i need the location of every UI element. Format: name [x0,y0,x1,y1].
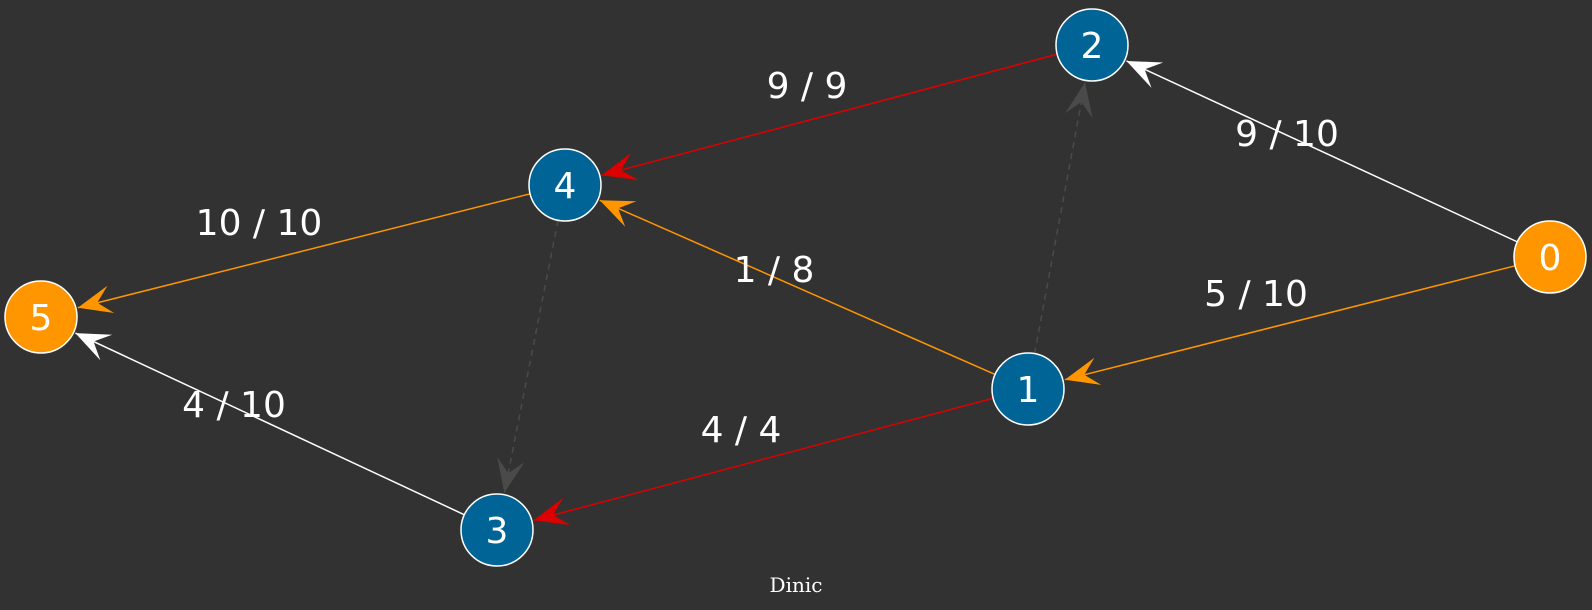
node-circle-3 [460,493,534,567]
edge-2-4 [601,53,1058,176]
node-5: 5 [4,280,78,354]
edge-0-2 [1126,60,1518,243]
arrowhead-1-2 [1065,82,1093,119]
arrowhead-3-5 [75,333,113,361]
node-2: 2 [1055,8,1129,82]
node-label-2: 2 [1081,26,1104,67]
edge-label-4-5: 10 / 10 [196,203,323,244]
edge-4-5 [77,193,531,309]
edge-0-1 [1064,265,1516,381]
edge-1-4 [599,199,996,376]
node-label-0: 0 [1539,238,1562,279]
edge-1-3 [533,397,994,521]
node-3: 3 [460,493,534,567]
edge-4-3 [503,220,559,493]
arrowhead-2-4 [601,153,639,180]
edge-label-1-3: 4 / 4 [701,410,782,451]
node-circle-1 [991,352,1065,426]
edge-label-1-4: 1 / 8 [734,250,815,291]
node-circle-4 [528,148,602,222]
node-0: 0 [1513,220,1587,294]
nodes-layer: 0 1 2 3 4 5 [4,8,1587,567]
arrowhead-1-4 [599,200,637,227]
node-label-1: 1 [1017,370,1040,411]
edges-layer [75,53,1518,526]
arrowhead-4-3 [497,456,525,493]
arrowhead-4-5 [77,285,115,313]
node-label-4: 4 [554,166,577,207]
edge-3-5 [75,332,465,516]
node-1: 1 [991,352,1065,426]
node-circle-0 [1513,220,1587,294]
node-label-5: 5 [30,298,53,339]
node-circle-2 [1055,8,1129,82]
edge-label-0-1: 5 / 10 [1204,274,1308,315]
edge-labels-layer: 9 / 10 5 / 10 9 / 9 1 / 8 4 / 4 10 / 10 4 / 10 [182,66,1339,451]
edge-label-2-4: 9 / 9 [767,66,848,107]
diagram-caption: Dinic [770,573,823,597]
arrowhead-1-3 [533,498,571,526]
node-circle-5 [4,280,78,354]
edge-label-3-5: 4 / 10 [182,385,286,426]
edge-label-0-2: 9 / 10 [1235,114,1339,155]
node-label-3: 3 [486,511,509,552]
arrowhead-0-1 [1064,357,1102,385]
node-4: 4 [528,148,602,222]
edge-1-2 [1033,82,1086,354]
arrowhead-0-2 [1126,61,1164,88]
